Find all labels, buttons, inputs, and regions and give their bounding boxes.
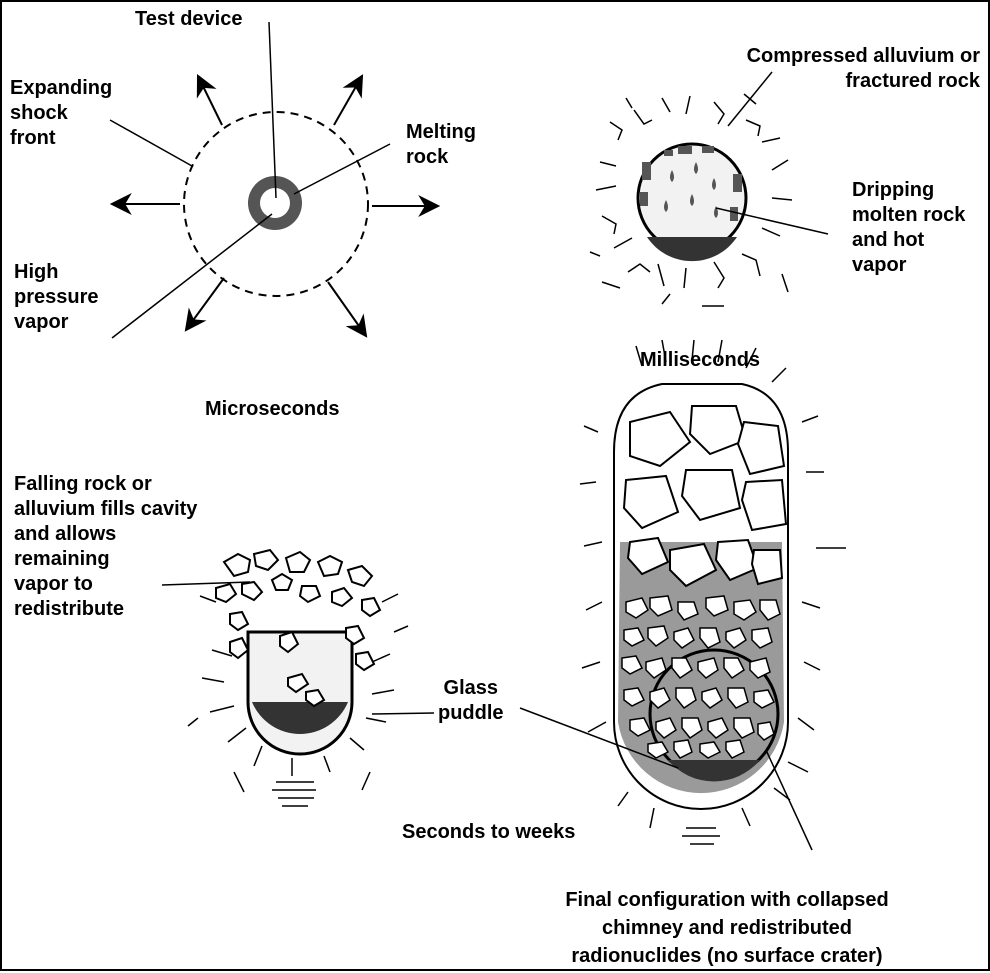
label-test-device: Test device: [135, 7, 242, 32]
stage-milliseconds: [590, 72, 828, 306]
test-device-core: [260, 188, 290, 218]
stage-microseconds: [110, 22, 438, 338]
label-high-pressure-vapor: High pressure vapor: [14, 260, 99, 335]
stage1-leader-lines: [110, 22, 390, 338]
label-dripping-molten-rock: Dripping molten rock and hot vapor: [852, 178, 965, 278]
stage-seconds-to-weeks: [162, 550, 434, 806]
label-microseconds: Microseconds: [205, 397, 339, 422]
label-final-configuration: Final configuration with collapsed chimn…: [492, 886, 962, 970]
falling-rubble: [216, 550, 380, 706]
label-compressed-alluvium: Compressed alluvium or fractured rock: [747, 44, 980, 94]
label-expanding-shock-front: Expanding shock front: [10, 76, 112, 151]
label-melting-rock: Melting rock: [406, 120, 476, 170]
chimney-large-blocks: [624, 406, 786, 586]
collapsing-cavity: [248, 632, 352, 754]
stage-final-chimney: [520, 340, 846, 850]
label-milliseconds: Milliseconds: [640, 348, 760, 373]
label-falling-rock: Falling rock or alluvium fills cavity an…: [14, 472, 197, 622]
label-glass-puddle: Glass puddle: [438, 676, 504, 726]
label-seconds-to-weeks: Seconds to weeks: [402, 820, 575, 845]
milliseconds-melt-pool: [647, 237, 737, 261]
